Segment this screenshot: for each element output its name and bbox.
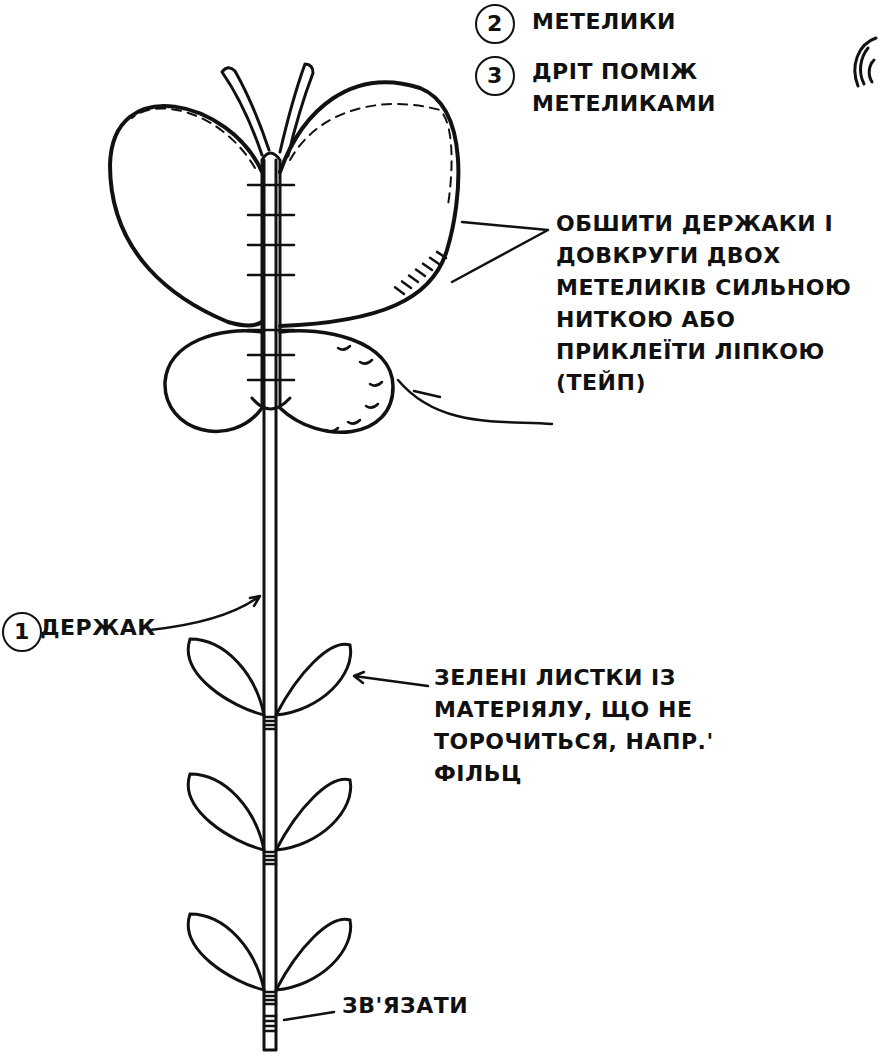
leader-line — [354, 672, 428, 686]
tie — [264, 1020, 276, 1023]
leader-line — [414, 391, 440, 397]
tie — [264, 863, 276, 866]
tie — [264, 1003, 276, 1006]
leaf — [188, 914, 264, 990]
stitch — [248, 244, 294, 247]
stitch — [248, 354, 294, 357]
stitch — [416, 270, 425, 276]
callout-number: 2 — [487, 8, 503, 40]
butterfly-body — [262, 153, 280, 405]
annotation: МЕТЕЛИКИ — [532, 6, 862, 38]
partial-sketch — [855, 38, 876, 86]
stitch — [360, 360, 372, 364]
tie — [264, 859, 276, 862]
stitch — [248, 379, 294, 382]
wing — [280, 82, 458, 326]
leaf — [276, 919, 351, 990]
stitch — [326, 428, 338, 432]
stitch — [338, 346, 350, 350]
antenna — [280, 64, 313, 156]
leaf — [188, 774, 264, 850]
tie — [264, 728, 276, 731]
callout-number: 1 — [14, 616, 30, 648]
leader-line — [452, 222, 548, 282]
stitch — [348, 420, 360, 424]
leaf — [276, 644, 351, 715]
stitch-line — [290, 104, 452, 205]
stitch — [409, 275, 418, 282]
callout-circle: 1 — [2, 612, 42, 652]
stitch — [430, 258, 439, 264]
annotation: ДРІТ ПОМІЖ МЕТЕЛИКАМИ — [532, 56, 772, 120]
annotation: ЗЕЛЕНІ ЛИСТКИ ІЗ МАТЕРІЯЛУ, ЩО НЕ ТОРОЧИ… — [434, 662, 764, 790]
stitch — [437, 252, 446, 258]
stitch — [248, 329, 294, 332]
callout-circle: 2 — [475, 4, 515, 44]
leader-line — [398, 380, 552, 424]
annotation: ОБШИТИ ДЕРЖАКИ І ДОВКРУГИ ДВОХ МЕТЕЛИКІВ… — [556, 208, 872, 399]
tie — [264, 1030, 276, 1033]
tie — [264, 855, 276, 858]
stitch — [366, 404, 378, 408]
leader-line — [284, 1012, 334, 1020]
tie — [264, 999, 276, 1002]
annotation: ДЕРЖАК — [40, 612, 180, 644]
tie — [264, 991, 276, 994]
wing — [280, 331, 393, 433]
wing — [110, 106, 262, 325]
stitch-line — [132, 108, 255, 168]
tie — [264, 1015, 276, 1018]
tie — [264, 1025, 276, 1028]
annotation: ЗВ'ЯЗАТИ — [342, 990, 542, 1022]
stitch — [370, 382, 382, 386]
stick — [264, 160, 276, 1050]
tie — [264, 724, 276, 727]
callout-number: 3 — [487, 60, 503, 92]
stitch — [248, 274, 294, 277]
tie — [264, 851, 276, 854]
stitch — [248, 184, 294, 187]
tie — [264, 716, 276, 719]
stitch — [248, 214, 294, 217]
leader-line — [150, 596, 260, 630]
stitch — [402, 281, 411, 288]
tie — [264, 720, 276, 723]
leaf — [276, 779, 351, 850]
stitch — [395, 287, 404, 294]
leaf — [188, 639, 264, 715]
tie — [264, 995, 276, 998]
antenna — [222, 68, 269, 155]
stitch — [423, 264, 432, 270]
cup — [252, 398, 290, 409]
callout-circle: 3 — [475, 56, 515, 96]
